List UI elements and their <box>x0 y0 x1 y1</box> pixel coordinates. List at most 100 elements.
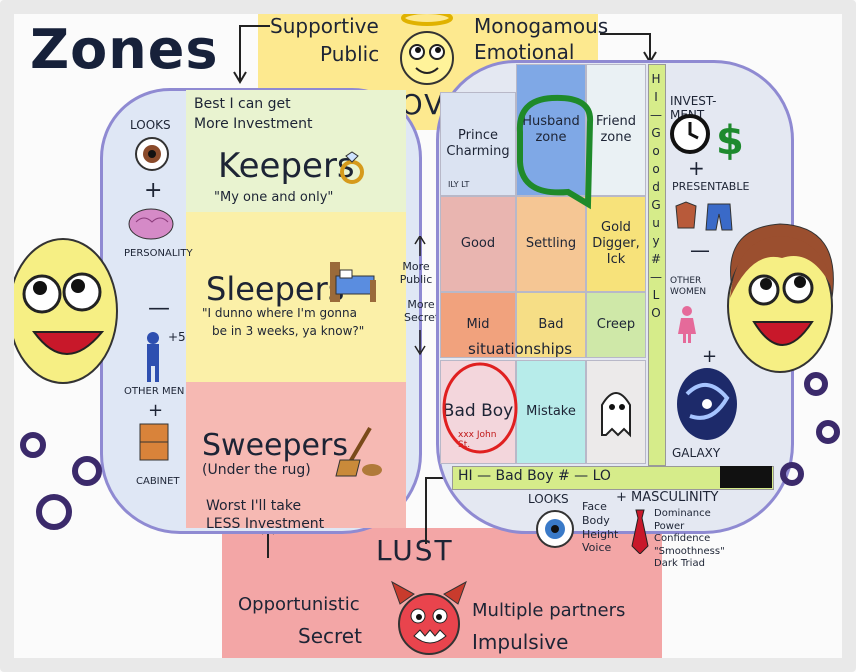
prince-charming-marks: ILY LT <box>448 180 470 189</box>
other-woman-figure-icon <box>676 304 698 344</box>
masculinity-item: Dominance <box>654 508 711 519</box>
prince-charming-label: Prince Charming <box>446 127 510 159</box>
cell-good: Good <box>440 196 516 292</box>
sleepers-zone <box>186 212 406 382</box>
looks-items-list: Face Body Height Voice <box>582 500 618 555</box>
female-minus: — <box>690 238 710 262</box>
brain-icon <box>126 206 176 244</box>
less-investment: LESS Investment <box>206 516 325 532</box>
bed-icon <box>326 256 378 304</box>
cell-prince-charming: Prince Charming <box>440 92 516 196</box>
traits-looks-label: LOOKS <box>528 492 569 506</box>
cell-ghost <box>586 360 646 464</box>
looks-item: Height <box>582 527 619 541</box>
looks-item: Face <box>582 500 607 513</box>
cabinet-label: CABINET <box>136 476 180 487</box>
creep-label: Creep <box>596 316 636 332</box>
looks-item: Voice <box>582 541 612 555</box>
bad-boy-highlight <box>442 362 518 454</box>
decor-ring <box>72 456 102 486</box>
angel-face-icon <box>392 8 462 88</box>
galaxy-label: GALAXY <box>672 446 721 460</box>
mid-label: Mid <box>466 316 490 332</box>
good-label: Good <box>460 235 496 251</box>
masculinity-item: Dark Triad <box>654 558 705 569</box>
ring-icon <box>334 150 370 186</box>
broom-icon <box>330 424 384 480</box>
clothes-icon <box>672 200 738 232</box>
love-supportive: Supportive <box>270 14 379 38</box>
dollar-icon: $ <box>716 118 744 164</box>
keepers-zone <box>186 90 406 212</box>
galaxy-icon <box>672 364 742 444</box>
bad-boy-label: Bad Boy <box>442 401 514 422</box>
page-title: Zones <box>30 18 219 81</box>
lust-opportunistic: Opportunistic <box>238 594 360 615</box>
masculinity-item: "Smoothness" <box>654 545 725 557</box>
public-secret-arrow <box>414 236 426 356</box>
bad-label: Bad <box>538 316 564 332</box>
bad-boy-marks: xxx John St. <box>458 430 497 450</box>
female-face-icon <box>712 218 848 378</box>
masculinity-item: Power <box>654 520 685 532</box>
keepers-subtitle: "My one and only" <box>214 190 334 205</box>
husband-zone-label: Husband zone <box>522 113 580 145</box>
male-face-icon <box>6 236 120 386</box>
bad-boy-axis-label: HI — Bad Boy # — LO <box>458 468 611 484</box>
devil-face-icon <box>388 578 470 660</box>
lust-label: LUST <box>376 534 454 567</box>
lust-impulsive: Impulsive <box>472 630 569 654</box>
settling-label: Settling <box>525 235 577 251</box>
love-arrows <box>233 25 657 84</box>
friend-zone-label: Friend zone <box>596 113 636 145</box>
masculinity-items-list: Dominance Power Confidence "Smoothness" … <box>654 508 725 571</box>
male-personality-label: PERSONALITY <box>124 248 193 259</box>
cell-friend-zone: Friend zone <box>586 64 646 196</box>
situationships-label: situationships <box>468 340 573 358</box>
love-public: Public <box>320 42 380 66</box>
decor-ring <box>804 372 828 396</box>
more-investment: More Investment <box>194 116 313 132</box>
male-plus5: +5 <box>168 330 186 344</box>
lust-multiple-partners: Multiple partners <box>472 600 626 621</box>
husband-zone-highlight <box>516 94 594 210</box>
ghost-icon <box>601 392 631 438</box>
cell-mid: Mid <box>440 292 516 358</box>
decor-ring <box>816 420 840 444</box>
keepers-title: Keepers <box>218 146 355 186</box>
traits-eye-icon <box>534 508 576 550</box>
necktie-icon <box>628 508 652 555</box>
male-plus-2: + <box>148 400 164 421</box>
looks-item: Body <box>582 513 610 527</box>
female-plus-2: + <box>702 346 718 367</box>
decor-ring <box>36 494 72 530</box>
female-plus-1: + <box>688 156 705 180</box>
mistake-label: Mistake <box>526 403 576 419</box>
masculinity-item: Confidence <box>654 533 711 544</box>
decor-ring <box>780 462 804 486</box>
more-secret-label: More Secret <box>404 298 440 325</box>
eye-icon <box>132 134 172 174</box>
clock-icon <box>668 112 712 156</box>
decor-ring <box>20 432 46 458</box>
sweepers-subtitle: (Under the rug) <box>202 462 311 478</box>
sleepers-quote-line1: "I dunno where I'm gonna <box>202 306 357 320</box>
cell-creep: Creep <box>586 292 646 358</box>
sleepers-quote-line2: be in 3 weeks, ya know?" <box>212 324 365 338</box>
cabinet-icon <box>136 420 172 464</box>
cell-husband-zone: Husband zone <box>516 64 586 196</box>
cell-bad: Bad <box>516 292 586 358</box>
love-monogamous: Monogamous <box>474 14 609 38</box>
cell-gold-digger: Gold Digger, Ick <box>586 196 646 292</box>
gold-digger-label: Gold Digger, Ick <box>592 219 640 268</box>
lust-secret: Secret <box>298 624 362 648</box>
bad-boy-axis-lo-fill <box>720 466 772 488</box>
other-women-label: OTHER WOMEN <box>670 276 707 297</box>
presentable-label: PRESENTABLE <box>672 180 750 193</box>
male-minus: — <box>148 296 170 321</box>
other-man-figure-icon <box>140 330 166 384</box>
good-guy-axis-bar <box>648 64 666 466</box>
best-i-can-get: Best I can get <box>194 96 291 112</box>
sweepers-zone <box>186 382 406 528</box>
other-men-label: OTHER MEN <box>124 386 185 397</box>
